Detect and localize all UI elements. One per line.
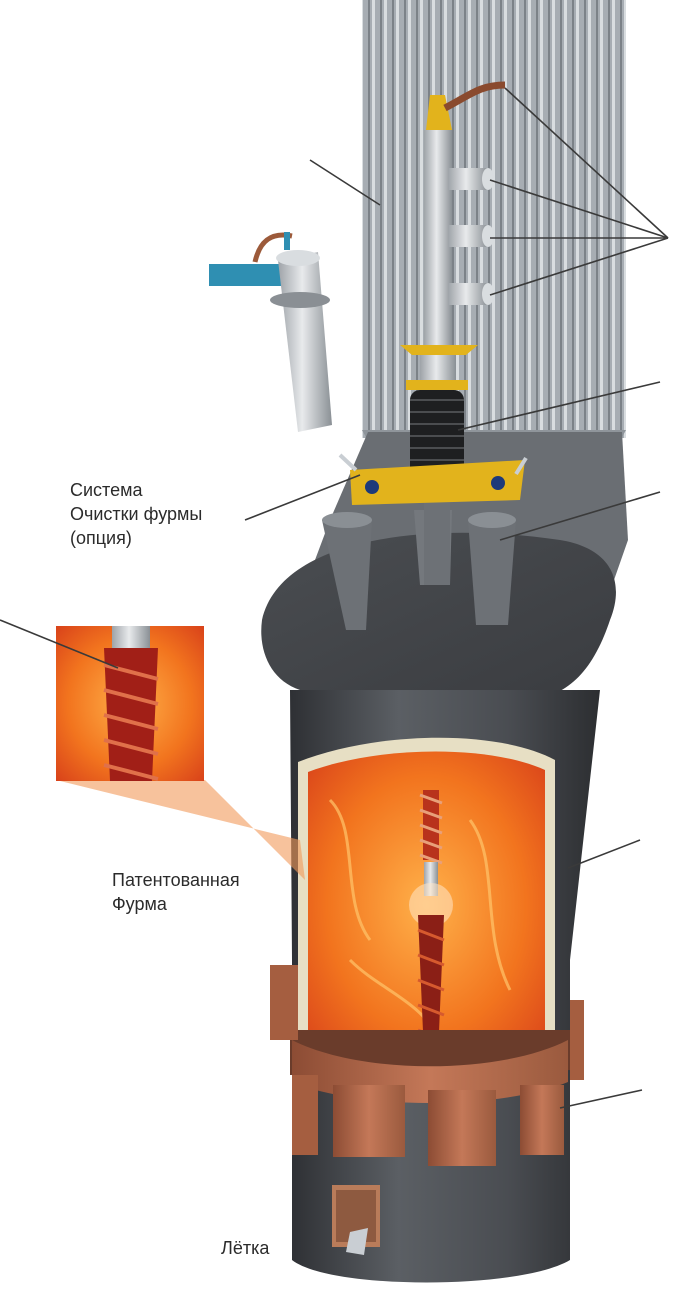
label-patented-lance: Патентованная Фурма [112, 868, 240, 916]
label-lance-cleaning-line-2: Очистки фурмы [70, 504, 203, 524]
offgas-duct [362, 0, 626, 455]
label-lance-cleaning: Система Очистки фурмы (опция) [70, 478, 202, 550]
leader-lines [0, 87, 669, 1109]
leader-shell [567, 839, 641, 869]
leader-inset [0, 619, 119, 669]
label-taphole-text: Лётка [221, 1238, 270, 1258]
leader-copper [559, 1089, 643, 1109]
leader-lance-4 [489, 237, 669, 296]
leader-bellows [457, 381, 661, 431]
leader-port [499, 491, 661, 541]
leader-lance-2 [489, 179, 669, 239]
label-patented-lance-line-1: Патентованная [112, 870, 240, 890]
leader-lance-1 [504, 87, 669, 239]
lance-inset [56, 626, 305, 880]
lance-cleaning-system [338, 453, 528, 505]
label-lance-cleaning-line-1: Система [70, 480, 143, 500]
lance-in-bath [409, 790, 453, 1055]
label-lance-cleaning-line-3: (опция) [70, 528, 132, 548]
taphole [332, 1185, 380, 1255]
copper-cooling-blocks [270, 965, 584, 1166]
side-feed-pipe [209, 232, 332, 432]
leader-cleaning [244, 474, 361, 521]
leader-duct [309, 159, 381, 206]
roof-ports [322, 510, 516, 630]
label-taphole: Лётка [221, 1236, 269, 1260]
label-patented-lance-line-2: Фурма [112, 894, 167, 914]
